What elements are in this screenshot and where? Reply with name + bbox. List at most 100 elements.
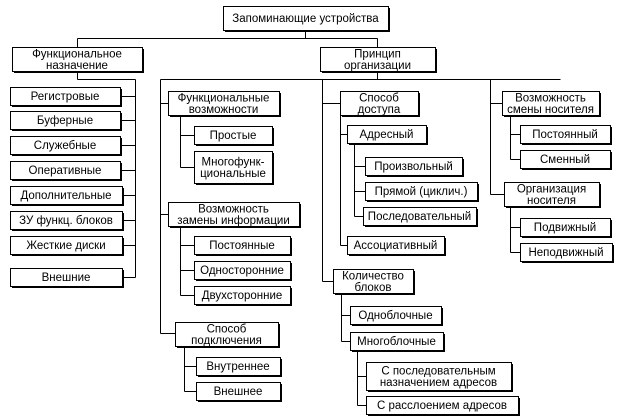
node-f-reg: Регистровые [10, 87, 122, 107]
node-label: Постоянные [209, 240, 275, 252]
node-box [520, 243, 613, 262]
connector-lines [77, 30, 561, 406]
node-label: Служебные [34, 140, 96, 152]
node-kb-interleave: С расслоением адресов [366, 396, 520, 416]
node-sd-assoc: Ассоциативный [347, 236, 446, 256]
node-label: Простые [210, 130, 257, 142]
node-box [520, 218, 611, 237]
node-label: Подвижный [534, 222, 596, 234]
node-box [340, 91, 419, 116]
node-box [175, 322, 279, 347]
node-box [365, 182, 478, 201]
node-label: Принцип [354, 48, 401, 60]
node-label: Функциональное [32, 48, 122, 60]
node-label: подключения [191, 335, 262, 347]
node-on-mov: Неподвижный [520, 243, 614, 263]
node-vsn-rem: Сменный [520, 150, 612, 170]
node-sd-direct: Прямой (циклич.) [365, 182, 479, 202]
node-label: Функциональные [178, 92, 270, 104]
node-label: ЗУ функц. блоков [19, 215, 113, 227]
node-vsn-const: Постоянный [520, 125, 612, 145]
node-fv-multi: Многофунк-циональные [194, 151, 274, 185]
node-box [194, 236, 291, 255]
node-label: Односторонние [200, 265, 284, 277]
node-label: Способ [207, 323, 247, 335]
node-on-fixed: Подвижный [520, 218, 612, 238]
node-label: Возможность [515, 92, 586, 104]
node-sp-ext: Внешнее [196, 382, 282, 402]
node-box [10, 161, 121, 180]
node-fv-simple: Простые [194, 126, 274, 146]
node-box [365, 157, 463, 176]
node-label: доступа [358, 104, 401, 116]
node-box [10, 268, 123, 287]
node-label: Двухсторонние [202, 290, 283, 302]
node-label: Возможность [198, 203, 269, 215]
node-label: С расслоением адресов [377, 400, 507, 412]
node-box [10, 186, 123, 205]
node-box [196, 382, 281, 401]
node-box [10, 236, 123, 255]
node-label: Дополнительные [20, 190, 111, 202]
node-label: Многоблочные [357, 336, 436, 348]
node-vz-one: Односторонние [194, 261, 292, 281]
node-box [194, 126, 273, 145]
node-sd-arb: Произвольный [365, 157, 464, 177]
node-label: Сменный [540, 154, 590, 166]
node-label: Буферные [37, 115, 93, 127]
node-kb-multi: Многоблочные [350, 332, 445, 352]
node-label: назначение [46, 60, 108, 72]
node-f-serv: Служебные [10, 136, 122, 156]
node-label: Прямой (циклич.) [375, 186, 468, 198]
node-box [347, 125, 427, 144]
node-box [196, 357, 281, 376]
node-label: назначением адресов [380, 377, 497, 389]
node-f-add: Дополнительные [10, 186, 124, 206]
node-vz-const: Постоянные [194, 236, 292, 256]
node-box [350, 306, 442, 325]
node-sp-int: Внутреннее [196, 357, 282, 377]
node-box [10, 211, 123, 230]
node-label: циональные [200, 168, 266, 180]
node-label: организации [344, 60, 411, 72]
node-box [366, 396, 519, 415]
node-box [194, 286, 291, 305]
node-box [504, 182, 600, 207]
node-label: С последовательным [381, 365, 495, 377]
node-label: Последовательный [368, 211, 471, 223]
node-box [10, 136, 121, 155]
node-box [194, 151, 273, 184]
node-label: Одноблочные [358, 310, 432, 322]
node-label: Ассоциативный [354, 240, 438, 252]
node-box [347, 236, 445, 255]
node-sd-addr: Адресный [347, 125, 428, 145]
node-box [366, 362, 512, 391]
node-label: Количество [342, 270, 404, 282]
node-kb-one: Одноблочные [350, 306, 443, 326]
node-box [350, 332, 444, 351]
node-label: Многофунк- [202, 156, 265, 168]
node-box [333, 269, 414, 294]
node-sd-seq: Последовательный [363, 207, 478, 227]
node-label: Адресный [360, 129, 414, 141]
node-label: Произвольный [374, 161, 453, 173]
node-label: замены информации [177, 215, 290, 227]
node-box [168, 91, 280, 116]
node-label: Запоминающие устройства [232, 13, 379, 25]
node-box [168, 202, 300, 227]
node-label: Оперативные [29, 165, 102, 177]
node-label: Способ [359, 92, 399, 104]
node-root: Запоминающие устройства [223, 6, 390, 32]
node-label: носителя [527, 195, 576, 207]
node-f-oper: Оперативные [10, 161, 122, 181]
